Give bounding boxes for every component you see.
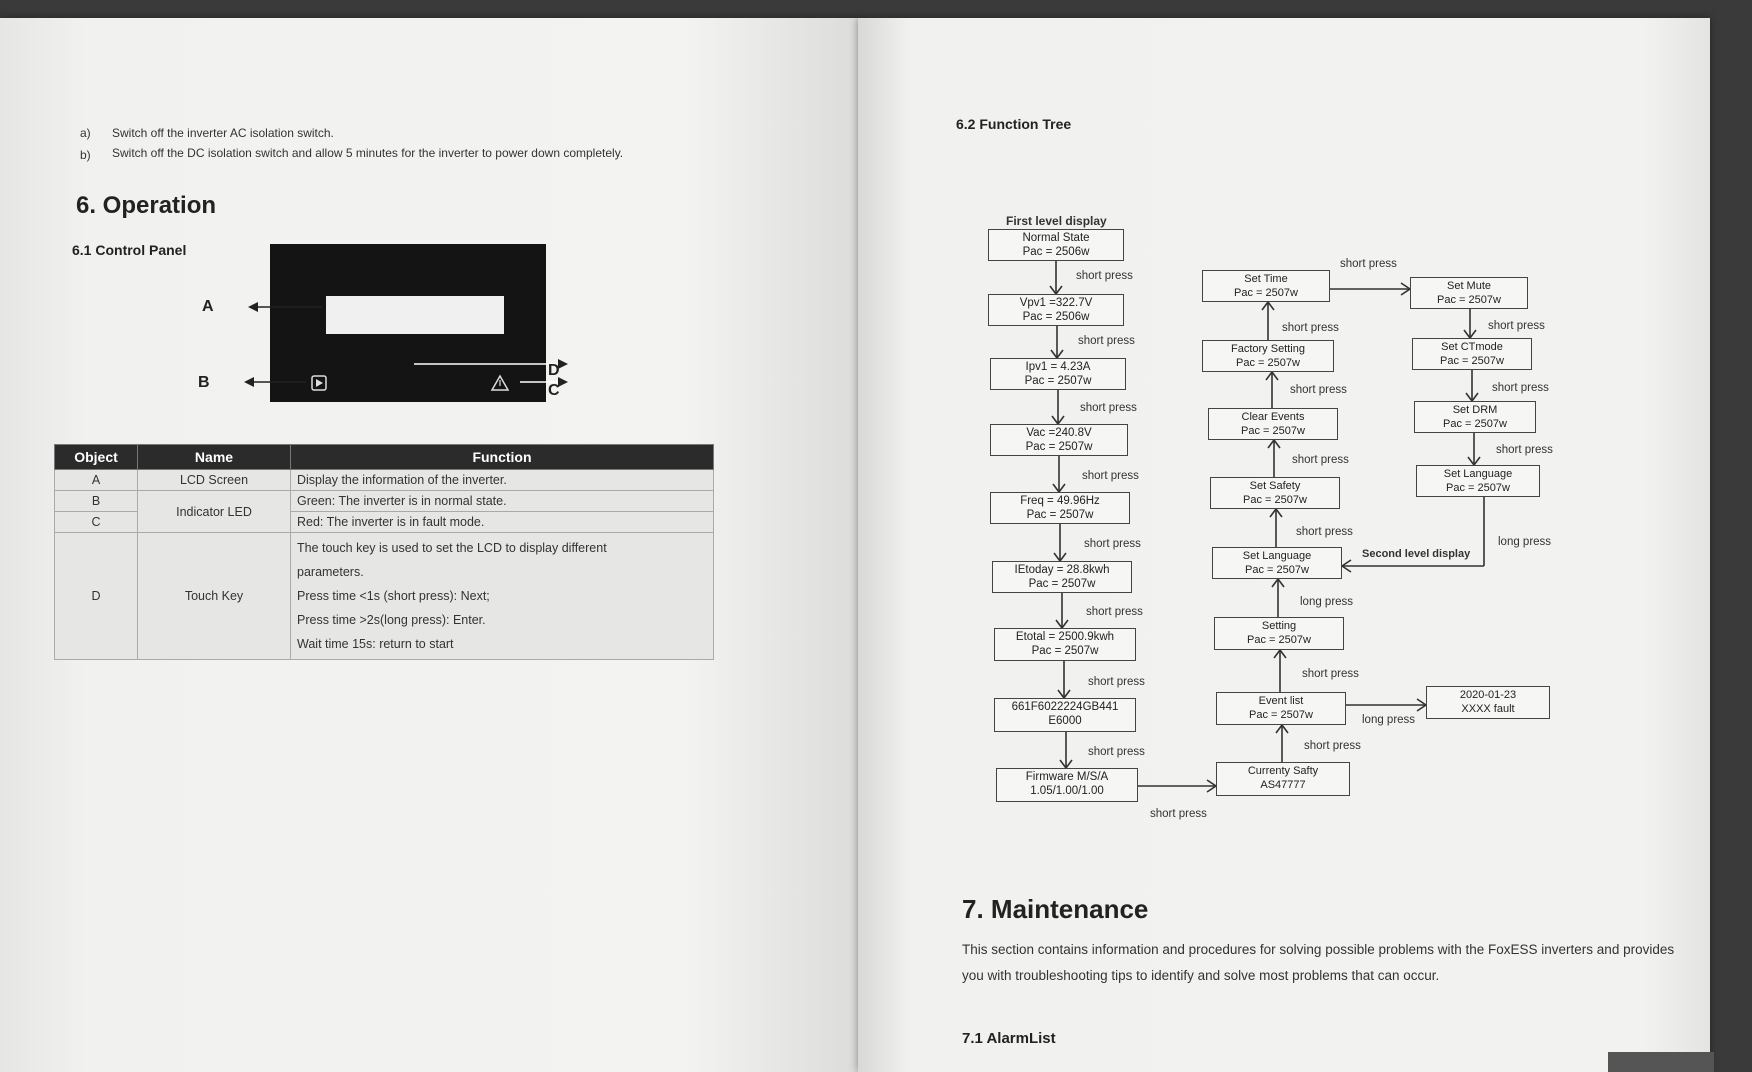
short-press-label: short press	[1290, 384, 1347, 396]
long-press-label: long press	[1362, 714, 1416, 726]
short-press-label: short press	[1496, 444, 1553, 456]
connector-arrow	[1269, 507, 1283, 518]
short-press-label: short press	[1088, 676, 1145, 688]
panel-label-a: A	[202, 298, 214, 315]
subsection-title-control-panel: 6.1 Control Panel	[72, 242, 187, 258]
short-press-label: short press	[1282, 322, 1339, 334]
short-press-label: short press	[1080, 402, 1137, 414]
connector-arrow	[1261, 300, 1275, 311]
connector-arrow	[1340, 559, 1352, 573]
short-press-label: short press	[1304, 740, 1361, 752]
long-press-label: long press	[1498, 536, 1552, 548]
table-row: D Touch Key The touch key is used to set…	[54, 532, 714, 660]
header-name: Name	[137, 444, 291, 470]
panel-label-b: B	[198, 374, 210, 391]
section-title-operation: 6. Operation	[76, 192, 217, 219]
short-press-label: short press	[1340, 258, 1397, 270]
cell-name: Indicator LED	[137, 490, 291, 533]
maintenance-text-line-1: This section contains information and pr…	[962, 942, 1675, 957]
short-press-label: short press	[1086, 606, 1143, 618]
control-panel-pointers	[244, 302, 568, 391]
cell-function: The touch key is used to set the LCD to …	[290, 532, 714, 660]
first-level-label: First level display	[1006, 214, 1107, 228]
right-page	[858, 18, 1710, 1072]
long-press-label: long press	[1300, 596, 1354, 608]
maintenance-text-line-2: you with troubleshooting tips to identif…	[962, 968, 1440, 983]
short-press-label: short press	[1078, 335, 1135, 347]
section-title-maintenance: 7. Maintenance	[962, 894, 1149, 924]
connector-arrow	[1271, 577, 1285, 588]
short-press-label: short press	[1076, 270, 1133, 282]
subsection-title-alarm-list: 7.1 AlarmList	[962, 1030, 1056, 1047]
table-row: C Red: The inverter is in fault mode.	[54, 511, 714, 533]
step-b-text: Switch off the DC isolation switch and a…	[112, 146, 624, 160]
short-press-label: short press	[1296, 526, 1353, 538]
cell-function: Display the information of the inverter.	[290, 469, 714, 491]
cell-function: Red: The inverter is in fault mode.	[290, 511, 714, 533]
connector-arrow	[1265, 370, 1279, 381]
short-press-label: short press	[1488, 320, 1545, 332]
step-b-marker: b)	[80, 148, 91, 162]
control-panel-table: Object Name Function A LCD Screen Displa…	[54, 444, 714, 660]
table-row: A LCD Screen Display the information of …	[54, 469, 714, 491]
cell-object: D	[54, 532, 138, 660]
function-line: parameters.	[297, 565, 364, 579]
function-line: Press time <1s (short press): Next;	[297, 589, 490, 603]
table-header-row: Object Name Function	[54, 444, 714, 470]
second-level-label: Second level display	[1362, 548, 1471, 560]
section-title-function-tree: 6.2 Function Tree	[956, 116, 1072, 132]
function-line: Press time >2s(long press): Enter.	[297, 613, 486, 627]
cell-object: C	[54, 511, 138, 533]
connector-arrow	[1273, 648, 1287, 659]
connector-arrow	[1275, 723, 1289, 734]
short-press-label: short press	[1084, 538, 1141, 550]
short-press-label: short press	[1150, 808, 1207, 820]
function-line: The touch key is used to set the LCD to …	[297, 541, 607, 555]
short-press-label: short press	[1088, 746, 1145, 758]
short-press-label: short press	[1492, 382, 1549, 394]
panel-label-c: C	[548, 382, 560, 399]
page-edge-shadow	[1608, 1052, 1714, 1072]
cell-name: LCD Screen	[137, 469, 291, 491]
short-press-label: short press	[1302, 668, 1359, 680]
cell-name: Touch Key	[137, 532, 291, 660]
connector-arrow	[1267, 438, 1281, 449]
step-a-text: Switch off the inverter AC isolation swi…	[112, 126, 334, 140]
cell-object: B	[54, 490, 138, 512]
step-a-marker: a)	[80, 126, 91, 140]
table-row: B Indicator LED Green: The inverter is i…	[54, 490, 714, 533]
lcd-screen-illustration	[326, 296, 504, 334]
short-press-label: short press	[1292, 454, 1349, 466]
short-press-label: short press	[1082, 470, 1139, 482]
panel-label-d: D	[548, 362, 560, 379]
function-line: Wait time 15s: return to start	[297, 637, 454, 651]
